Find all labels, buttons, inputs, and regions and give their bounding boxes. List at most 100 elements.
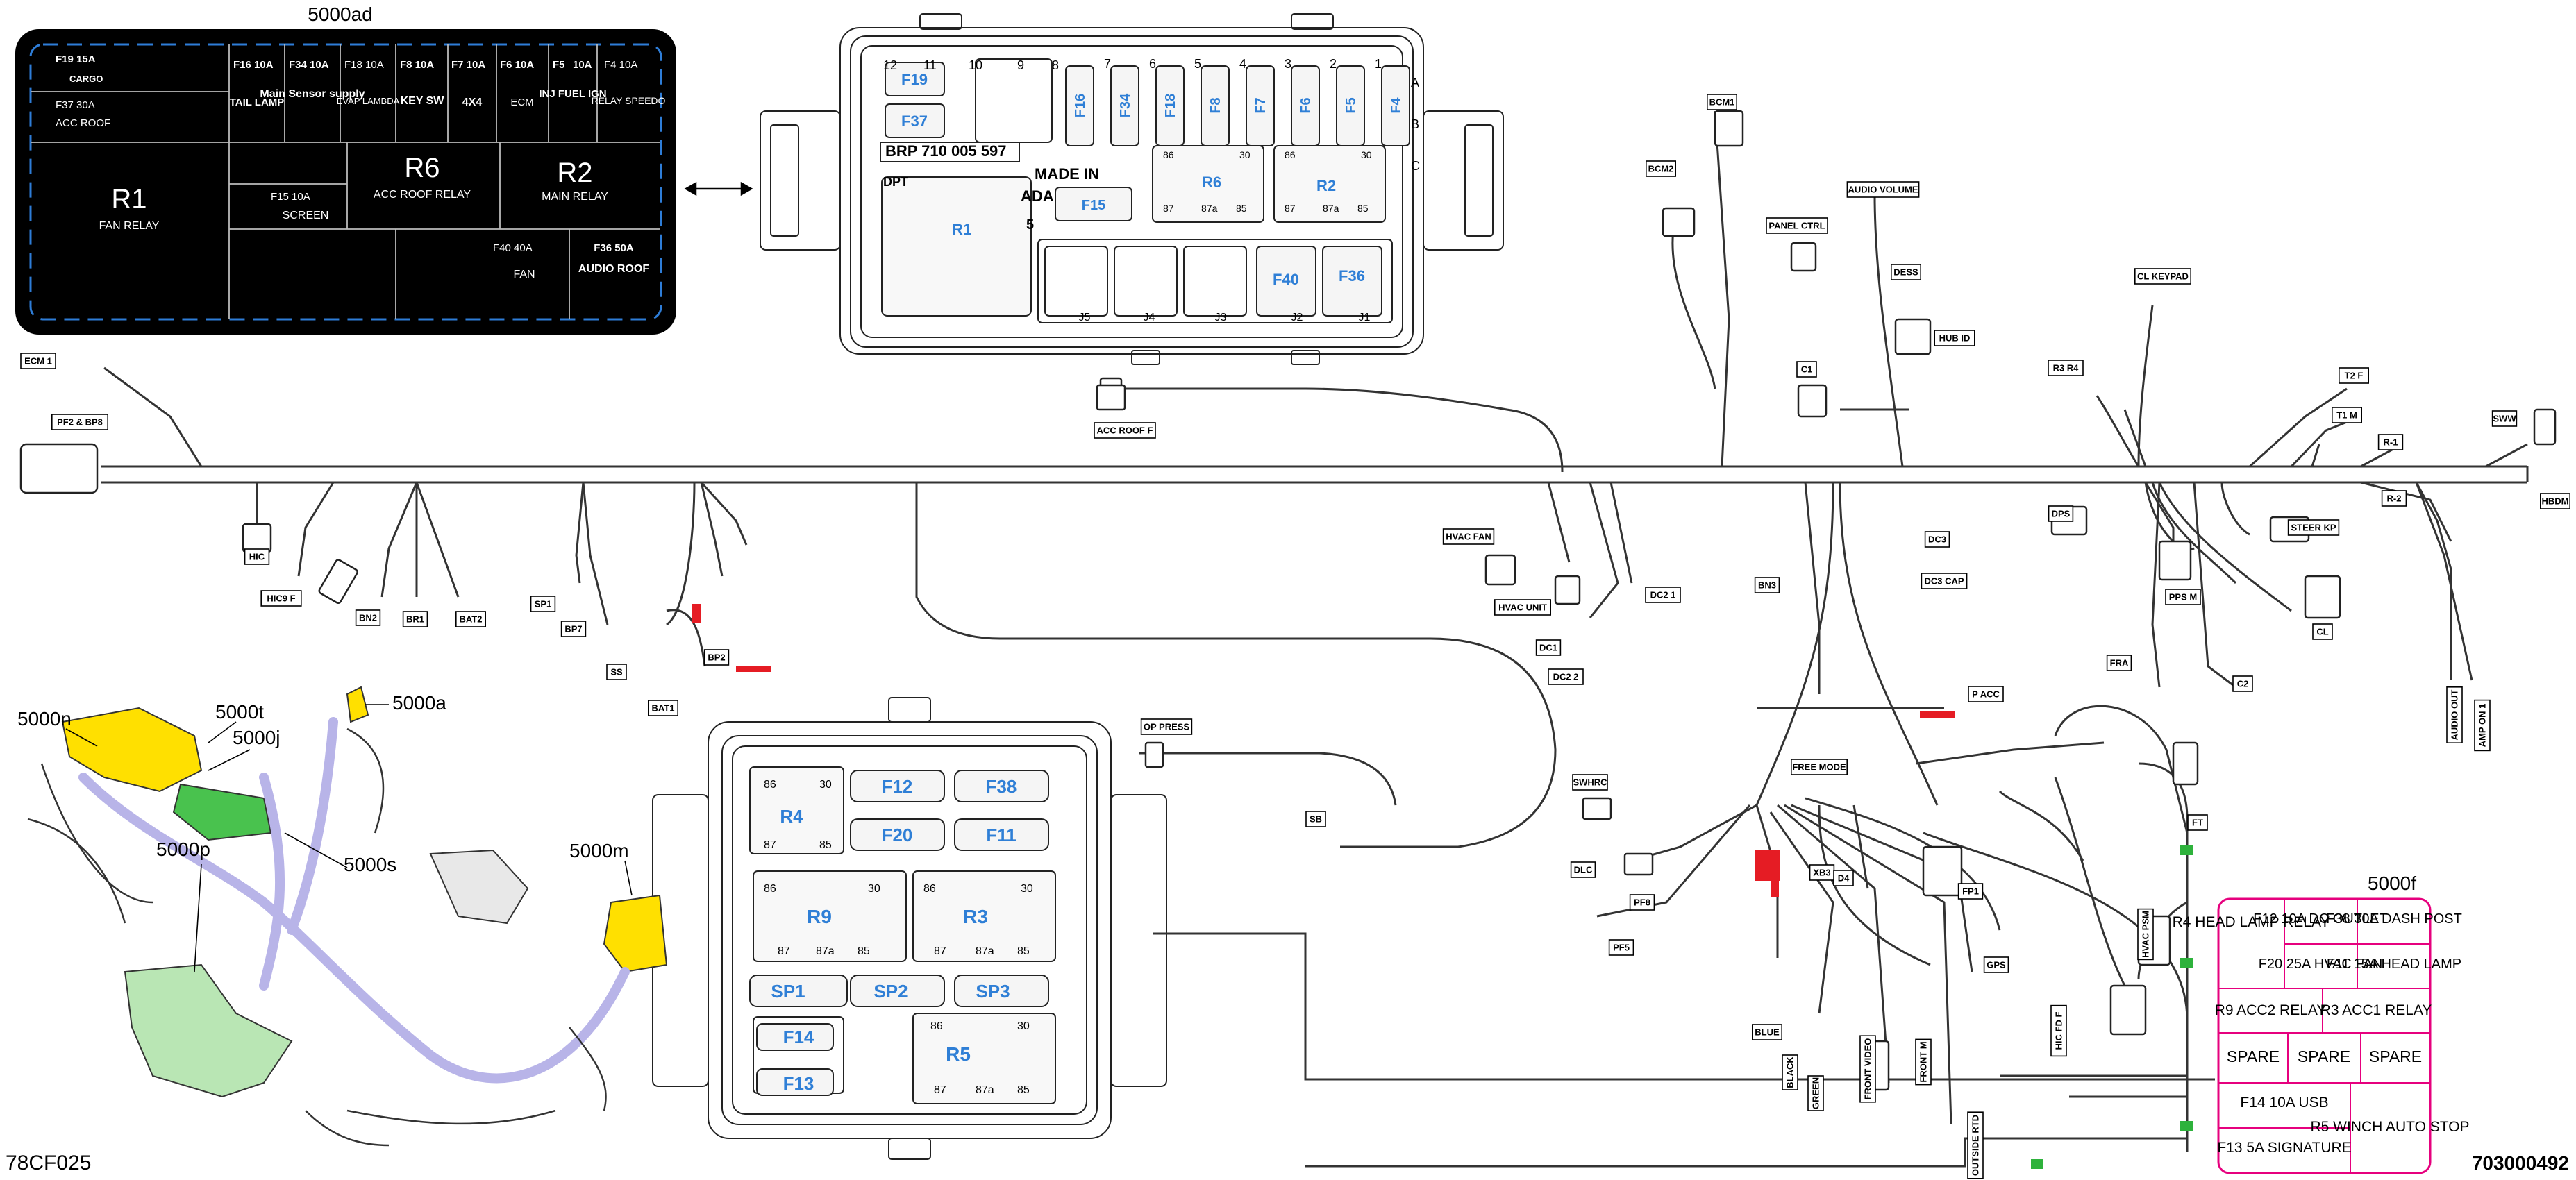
ft-col-1: 1 <box>1375 57 1382 71</box>
pl-spare2: SPARE <box>2298 1047 2350 1065</box>
fb-r9-85: 85 <box>858 945 870 957</box>
pl-r3: R3 ACC1 RELAY <box>2320 1002 2432 1018</box>
fb-r3-30: 30 <box>1021 883 1033 895</box>
bb-f37: F37 30A <box>56 99 95 111</box>
connector-label-t2-f: T2 F <box>2339 367 2370 384</box>
fb-r3-86: 86 <box>923 883 936 895</box>
fb-f20: F20 <box>882 825 913 845</box>
ft-r2: R2 <box>1316 177 1336 194</box>
connector-label-hvac-psm: HVAC PSM <box>2137 908 2154 961</box>
harness-wires <box>101 110 2529 1168</box>
ft-col-8: 8 <box>1052 58 1059 72</box>
ft-col-11: 11 <box>923 58 937 72</box>
svg-text:SB: SB <box>1310 814 1322 825</box>
bb-relayspeedo: RELAY SPEEDO <box>592 95 666 106</box>
ft-f6: F6 <box>1298 97 1314 113</box>
fb-r5-87: 87 <box>934 1084 946 1096</box>
ft-col-4: 4 <box>1239 57 1246 71</box>
svg-text:HVAC UNIT: HVAC UNIT <box>1498 602 1547 613</box>
bb-audioroof: AUDIO ROOF <box>578 263 649 275</box>
ft-f36: F36 <box>1339 267 1365 285</box>
svg-text:FT: FT <box>2192 818 2203 828</box>
sketch-callouts: 5000n 5000t 5000j 5000a 5000p 5000s 5000… <box>17 692 633 972</box>
svg-text:R3 R4: R3 R4 <box>2053 363 2080 373</box>
callout-5000p: 5000p <box>156 838 210 860</box>
svg-text:XB3: XB3 <box>1813 868 1830 878</box>
svg-text:D4: D4 <box>1838 873 1850 884</box>
svg-text:BLACK: BLACK <box>1785 1056 1796 1088</box>
svg-text:FRONT VIDEO: FRONT VIDEO <box>1863 1038 1873 1100</box>
pl-f20: F20 25A HVAC FAN <box>2259 956 2383 972</box>
ft-f19: F19 <box>901 71 928 88</box>
svg-text:STEER KP: STEER KP <box>2291 523 2336 533</box>
bb-f34: F34 10A <box>289 59 329 71</box>
ft-r6-85: 85 <box>1236 203 1247 214</box>
ft-f16: F16 <box>1073 94 1088 117</box>
fb-sp2: SP2 <box>873 981 908 1002</box>
fb-r9-87: 87 <box>778 945 790 957</box>
connector-label-xb3: XB3 <box>1809 864 1835 881</box>
connector-label-bp7: BP7 <box>560 621 587 637</box>
svg-text:C2: C2 <box>2237 679 2249 689</box>
fb-r3-85: 85 <box>1017 945 1030 957</box>
ft-j1: J1 <box>1359 312 1371 323</box>
svg-text:DC3 CAP: DC3 CAP <box>1924 576 1964 587</box>
svg-text:BCM2: BCM2 <box>1648 164 1674 174</box>
connector-label-gps: GPS <box>1983 956 2009 973</box>
svg-text:SWHRC: SWHRC <box>1573 777 1607 788</box>
connector-label-hic9-f: HIC9 F <box>260 590 302 607</box>
ft-col-12: 12 <box>883 58 897 72</box>
svg-text:BP2: BP2 <box>708 652 725 663</box>
callout-5000ad: 5000ad <box>308 3 372 25</box>
fusebox-bottom-labels: R4 F12 F38 F20 F11 R9 R3 SP1 SP2 SP3 F14… <box>764 776 1033 1096</box>
ft-r2-85: 85 <box>1357 203 1369 214</box>
connector-label-steer-kp: STEER KP <box>2287 519 2340 536</box>
connector-label-bn2: BN2 <box>355 609 381 626</box>
svg-text:PPS M: PPS M <box>2169 592 2197 602</box>
fb-r4-86: 86 <box>764 779 776 791</box>
svg-text:BAT2: BAT2 <box>460 614 483 625</box>
bb-r2: R2 <box>557 158 592 188</box>
svg-text:SS: SS <box>610 667 623 677</box>
connector-label-bat1: BAT1 <box>647 700 678 716</box>
connector-label-hic-fd-f: HIC FD F <box>2050 1004 2067 1057</box>
bb-fan: FAN <box>513 269 535 280</box>
connector-label-cl: CL <box>2312 623 2333 640</box>
connector-label-free-mode: FREE MODE <box>1791 759 1848 775</box>
svg-text:BCM1: BCM1 <box>1709 97 1735 108</box>
ft-dpt: DPT <box>883 175 908 189</box>
svg-text:DC1: DC1 <box>1539 643 1557 653</box>
ft-f40: F40 <box>1273 271 1299 288</box>
callout-5000j: 5000j <box>233 727 281 748</box>
callout-5000n: 5000n <box>17 708 72 730</box>
svg-text:PF5: PF5 <box>1613 943 1630 953</box>
connector-label-fp1: FP1 <box>1957 883 1984 900</box>
connector-label-hub-id: HUB ID <box>1934 330 1975 346</box>
connector-label-hic: HIC <box>244 548 270 565</box>
pl-r5: R5 WINCH AUTO STOP <box>2310 1119 2469 1135</box>
connector-label-sb: SB <box>1305 811 1326 827</box>
bb-f4: F4 10A <box>604 59 637 71</box>
pl-r9: R9 ACC2 RELAY <box>2215 1002 2327 1018</box>
fb-sp1: SP1 <box>771 981 805 1002</box>
connector-label-d4: D4 <box>1833 870 1854 886</box>
svg-text:BP7: BP7 <box>564 624 582 634</box>
connector-label-audio-out: AUDIO OUT <box>2446 686 2463 743</box>
callout-5000s: 5000s <box>344 854 396 875</box>
svg-text:HIC FD F: HIC FD F <box>2054 1012 2064 1050</box>
connector-label-bn3: BN3 <box>1754 577 1780 593</box>
connector-label-hvac-unit: HVAC UNIT <box>1494 599 1552 616</box>
connector-label-outside-rtd: OUTSIDE RTD <box>1967 1111 1984 1179</box>
svg-text:GREEN: GREEN <box>1811 1077 1821 1109</box>
callout-5000f: 5000f <box>2368 873 2416 894</box>
connector-label-front-video: FRONT VIDEO <box>1859 1035 1876 1103</box>
connector-label-op-press: OP PRESS <box>1140 718 1193 735</box>
figure-id-left: 78CF025 <box>6 1152 91 1174</box>
svg-text:AMP ON 1: AMP ON 1 <box>2477 704 2488 748</box>
svg-text:T1 M: T1 M <box>2336 410 2357 421</box>
svg-text:GPS: GPS <box>1987 960 2006 970</box>
connector-label-hbdm: HBDM <box>2540 493 2571 509</box>
fb-r5-87a: 87a <box>976 1084 994 1096</box>
connector-label-cl-keypad: CL KEYPAD <box>2134 268 2192 285</box>
svg-text:FRONT M: FRONT M <box>1918 1041 1929 1082</box>
